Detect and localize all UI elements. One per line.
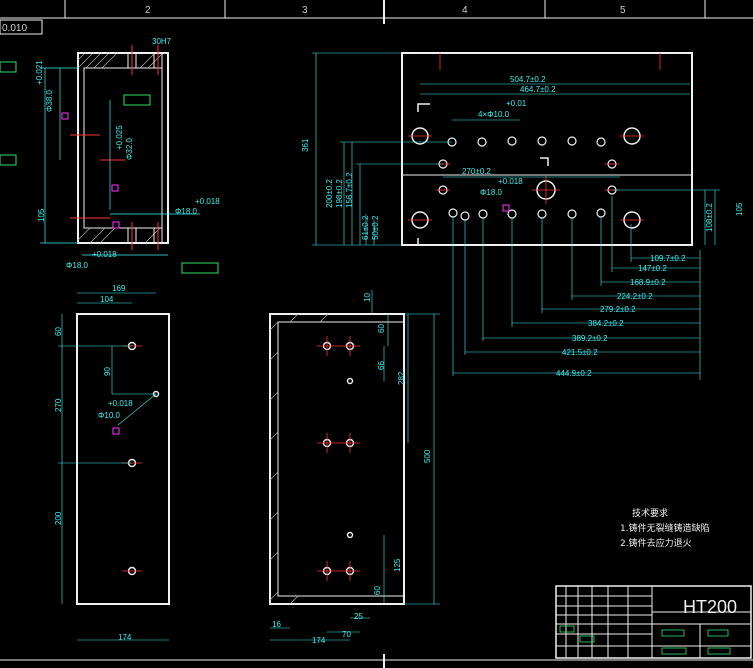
material-label: HT200 xyxy=(683,597,737,617)
svg-text:108±0.2: 108±0.2 xyxy=(705,203,714,232)
svg-text:105: 105 xyxy=(37,208,46,222)
svg-text:4×Φ10.0: 4×Φ10.0 xyxy=(478,110,510,119)
svg-text:169: 169 xyxy=(112,284,126,293)
svg-text:147±0.2: 147±0.2 xyxy=(638,264,667,273)
svg-text:421.5±0.2: 421.5±0.2 xyxy=(562,348,598,357)
svg-text:200: 200 xyxy=(54,511,63,525)
svg-text:60: 60 xyxy=(373,586,382,595)
svg-text:389.2±0.2: 389.2±0.2 xyxy=(572,334,608,343)
svg-text:+0.018: +0.018 xyxy=(498,177,523,186)
svg-text:Φ18.0: Φ18.0 xyxy=(175,207,198,216)
small-holes xyxy=(438,136,617,221)
svg-text:168.9±0.2: 168.9±0.2 xyxy=(630,278,666,287)
svg-text:+0.018: +0.018 xyxy=(195,197,220,206)
svg-text:70: 70 xyxy=(342,630,351,639)
view-top-left: 30H7 +0.021 Φ38.0 +0.025 Φ32.0 105 +0.01… xyxy=(0,37,220,274)
title-block xyxy=(555,585,752,659)
svg-text:224.2±0.2: 224.2±0.2 xyxy=(617,292,653,301)
view-top-right: 361 504.7±0.2 464.7±0.2 +0.01 4×Φ10.0 20… xyxy=(301,52,744,380)
svg-text:61±0.2: 61±0.2 xyxy=(361,215,370,240)
svg-text:+0.018: +0.018 xyxy=(108,399,133,408)
tolerance-frame: 0.010 xyxy=(0,19,43,35)
svg-text:270±0.2: 270±0.2 xyxy=(462,167,491,176)
svg-text:10: 10 xyxy=(363,293,372,302)
svg-text:2.铸件去应力退火: 2.铸件去应力退火 xyxy=(620,537,692,549)
svg-text:105: 105 xyxy=(735,202,744,216)
svg-text:279.2±0.2: 279.2±0.2 xyxy=(600,305,636,314)
view-bottom-middle: 10 60 66 282 500 125 60 25 16 174 70 xyxy=(269,290,440,645)
zone-label-3: 3 xyxy=(302,5,308,16)
svg-text:200±0.2: 200±0.2 xyxy=(325,179,334,208)
svg-text:174: 174 xyxy=(118,633,132,642)
svg-text:+0.025: +0.025 xyxy=(115,125,124,150)
svg-text:500: 500 xyxy=(423,449,432,463)
svg-text:270: 270 xyxy=(54,398,63,412)
svg-text:1.铸件无裂缝铸造缺陷: 1.铸件无裂缝铸造缺陷 xyxy=(620,522,710,534)
svg-text:444.9±0.2: 444.9±0.2 xyxy=(556,369,592,378)
svg-text:+0.018: +0.018 xyxy=(92,250,117,259)
svg-text:50±0.2: 50±0.2 xyxy=(371,215,380,240)
svg-text:174: 174 xyxy=(312,636,326,645)
svg-text:0.010: 0.010 xyxy=(2,23,27,34)
svg-text:90: 90 xyxy=(103,367,112,376)
svg-text:156.7±0.2: 156.7±0.2 xyxy=(345,172,354,208)
view-bottom-left: 169 104 60 90 270 +0.018 Φ10.0 200 174 xyxy=(54,284,170,642)
svg-text:66: 66 xyxy=(377,361,386,370)
svg-text:25: 25 xyxy=(354,612,363,621)
svg-text:Φ18.0: Φ18.0 xyxy=(66,261,89,270)
dimension-lines xyxy=(312,52,720,380)
zone-label-5: 5 xyxy=(620,5,626,16)
svg-text:384.2±0.2: 384.2±0.2 xyxy=(588,319,624,328)
large-holes xyxy=(411,127,641,229)
svg-text:464.7±0.2: 464.7±0.2 xyxy=(520,85,556,94)
svg-text:Φ32.0: Φ32.0 xyxy=(125,137,134,160)
title-block-fields xyxy=(559,625,731,655)
svg-text:504.7±0.2: 504.7±0.2 xyxy=(510,75,546,84)
zone-label-2: 2 xyxy=(145,5,151,16)
label-30h7: 30H7 xyxy=(152,37,172,46)
svg-text:Φ18.0: Φ18.0 xyxy=(480,188,503,197)
tech-req-title: 技术要求 xyxy=(632,507,668,519)
svg-text:198±0.2: 198±0.2 xyxy=(335,179,344,208)
svg-text:125: 125 xyxy=(393,558,402,572)
svg-text:Φ10.0: Φ10.0 xyxy=(98,411,121,420)
svg-text:+0.01: +0.01 xyxy=(506,99,527,108)
svg-text:60: 60 xyxy=(377,324,386,333)
svg-text:104: 104 xyxy=(100,295,114,304)
svg-text:+0.021: +0.021 xyxy=(35,60,44,85)
svg-text:361: 361 xyxy=(301,138,310,152)
technical-requirements: 技术要求 1.铸件无裂缝铸造缺陷 2.铸件去应力退火 xyxy=(620,507,710,549)
svg-text:109.7±0.2: 109.7±0.2 xyxy=(650,254,686,263)
svg-text:Φ38.0: Φ38.0 xyxy=(45,89,54,112)
svg-text:60: 60 xyxy=(54,327,63,336)
svg-text:282: 282 xyxy=(397,371,406,385)
zone-label-4: 4 xyxy=(462,5,468,16)
svg-text:16: 16 xyxy=(272,620,281,629)
